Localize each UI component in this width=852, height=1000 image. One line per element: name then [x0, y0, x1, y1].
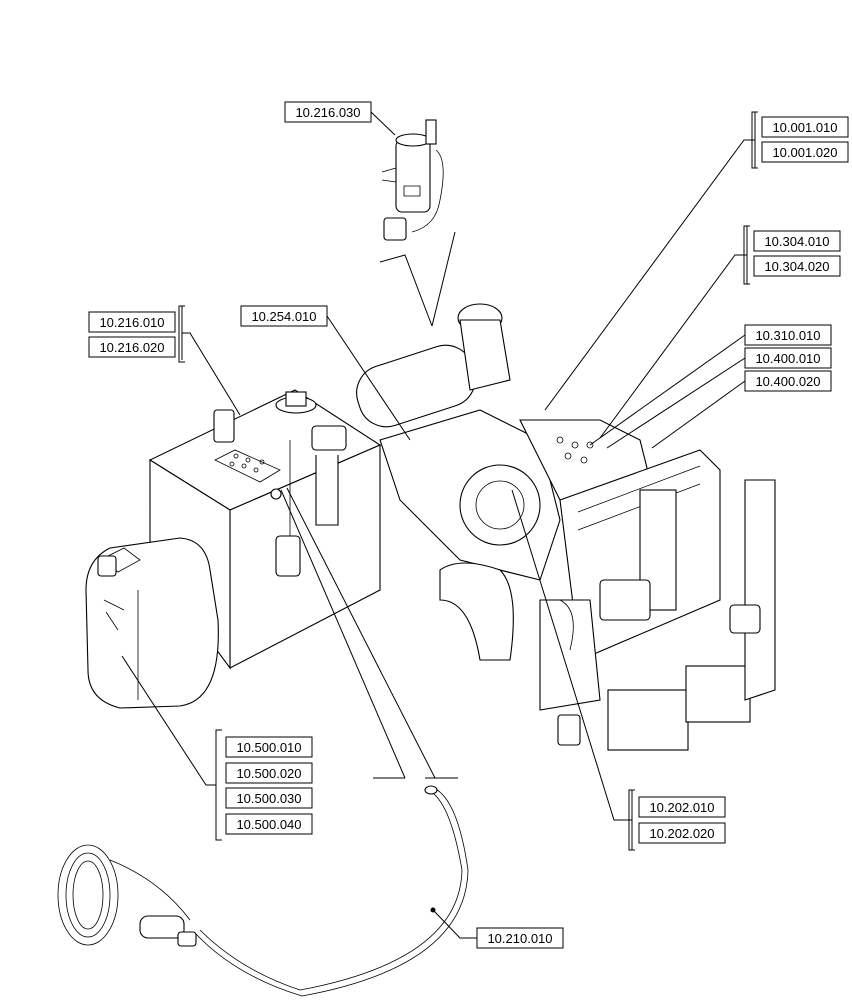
label-10-001-020: 10.001.020 — [761, 141, 849, 163]
label-10-500-030: 10.500.030 — [225, 787, 313, 809]
label-10-216-030: 10.216.030 — [284, 101, 372, 123]
svg-text:10.202.010: 10.202.010 — [649, 800, 714, 815]
label-10-500-010: 10.500.010 — [225, 736, 313, 758]
svg-text:10.500.010: 10.500.010 — [236, 740, 301, 755]
label-10-500-020: 10.500.020 — [225, 762, 313, 784]
label-10-001-010: 10.001.010 — [761, 116, 849, 138]
svg-text:10.254.010: 10.254.010 — [251, 309, 316, 324]
engine-assembly-drawing — [356, 303, 776, 751]
svg-text:10.304.020: 10.304.020 — [764, 259, 829, 274]
label-10-400-020: 10.400.020 — [744, 370, 832, 392]
label-10-310-010: 10.310.010 — [744, 324, 832, 346]
svg-text:10.500.030: 10.500.030 — [236, 791, 301, 806]
svg-text:10.216.020: 10.216.020 — [99, 340, 164, 355]
label-10-304-020: 10.304.020 — [753, 255, 841, 277]
label-10-400-010: 10.400.010 — [744, 347, 832, 369]
svg-text:10.400.020: 10.400.020 — [755, 374, 820, 389]
leader-lines — [121, 111, 756, 939]
svg-text:10.210.010: 10.210.010 — [487, 931, 552, 946]
svg-text:10.216.030: 10.216.030 — [295, 105, 360, 120]
label-10-202-010: 10.202.010 — [638, 796, 726, 818]
label-10-210-010: 10.210.010 — [476, 927, 564, 949]
svg-text:10.001.010: 10.001.010 — [772, 120, 837, 135]
svg-text:10.500.020: 10.500.020 — [236, 766, 301, 781]
label-10-202-020: 10.202.020 — [638, 822, 726, 844]
label-10-216-020: 10.216.020 — [88, 336, 176, 358]
svg-text:10.304.010: 10.304.010 — [764, 234, 829, 249]
svg-text:10.500.040: 10.500.040 — [236, 817, 301, 832]
label-10-254-010: 10.254.010 — [240, 305, 328, 327]
svg-text:10.310.010: 10.310.010 — [755, 328, 820, 343]
svg-text:10.001.020: 10.001.020 — [772, 145, 837, 160]
svg-text:10.202.020: 10.202.020 — [649, 826, 714, 841]
fuel-filter-drawing — [381, 119, 444, 241]
label-10-304-010: 10.304.010 — [753, 230, 841, 252]
fuel-hose-drawing — [57, 785, 469, 997]
svg-text:10.216.010: 10.216.010 — [99, 315, 164, 330]
def-tank-drawing — [85, 537, 219, 709]
label-10-216-010: 10.216.010 — [88, 311, 176, 333]
label-10-500-040: 10.500.040 — [225, 813, 313, 835]
group-brackets — [178, 111, 758, 851]
svg-text:10.400.010: 10.400.010 — [755, 351, 820, 366]
